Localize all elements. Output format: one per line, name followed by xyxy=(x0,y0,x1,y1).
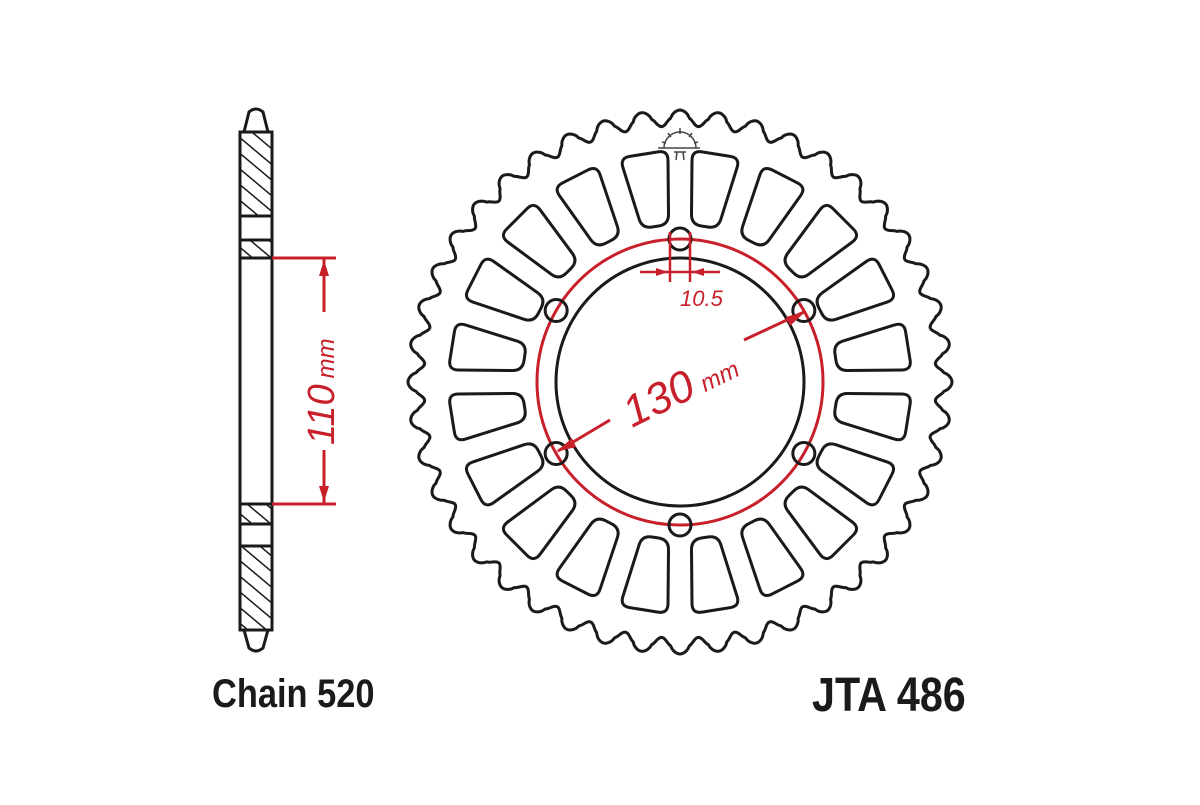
lightening-window xyxy=(815,257,896,322)
chain-size-label: Chain 520 xyxy=(212,672,375,716)
lightening-window xyxy=(501,203,577,279)
lightening-window xyxy=(501,485,577,561)
bolt-hole xyxy=(543,298,569,323)
bolt-hole xyxy=(791,298,817,323)
center-bore xyxy=(554,256,806,508)
sprocket-front-view xyxy=(406,108,954,656)
lightening-window xyxy=(620,535,671,614)
sprocket-teeth-outline xyxy=(406,108,954,656)
bolt-hole xyxy=(667,512,693,538)
bolt-hole-label: 10.5 xyxy=(680,286,724,311)
lightening-window xyxy=(464,257,545,322)
bolt-circle xyxy=(535,237,825,527)
sun-logo-icon xyxy=(658,128,700,161)
bolt-circle-dimension xyxy=(556,310,806,453)
lightening-window xyxy=(448,391,527,442)
lightening-window xyxy=(448,322,527,373)
lightening-window xyxy=(740,166,805,247)
hub-width-label: 110mm xyxy=(301,338,343,445)
lightening-window xyxy=(783,485,859,561)
lightening-window xyxy=(555,517,620,598)
lightening-window xyxy=(833,322,912,373)
lightening-window xyxy=(464,442,545,507)
lightening-window xyxy=(783,203,859,279)
bolt-circle-label: 130mm xyxy=(615,340,746,437)
hub-width-dimension xyxy=(272,256,336,506)
lightening-window xyxy=(620,150,671,229)
lightening-window xyxy=(833,391,912,442)
bolt-hole-dimension xyxy=(640,232,720,282)
lightening-window xyxy=(689,535,740,614)
lightening-window xyxy=(740,517,805,598)
bolt-hole xyxy=(791,441,817,466)
part-number-label: JTA 486 xyxy=(812,669,966,722)
lightening-window xyxy=(815,442,896,507)
bolt-hole xyxy=(543,441,569,466)
lightening-window xyxy=(555,166,620,247)
lightening-window xyxy=(689,150,740,229)
side-profile-view xyxy=(238,107,274,653)
